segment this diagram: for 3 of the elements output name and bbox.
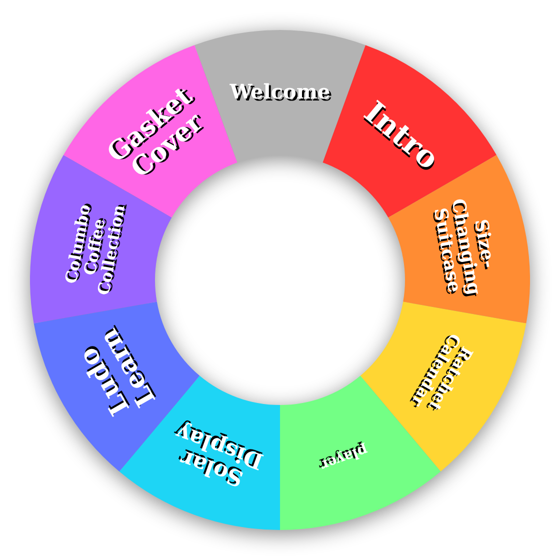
segment-label: Welcome (228, 82, 332, 102)
segment-label: Size-Changing Suitcase (428, 196, 500, 299)
segment-label: Columbo Coffee Collection (61, 202, 128, 299)
